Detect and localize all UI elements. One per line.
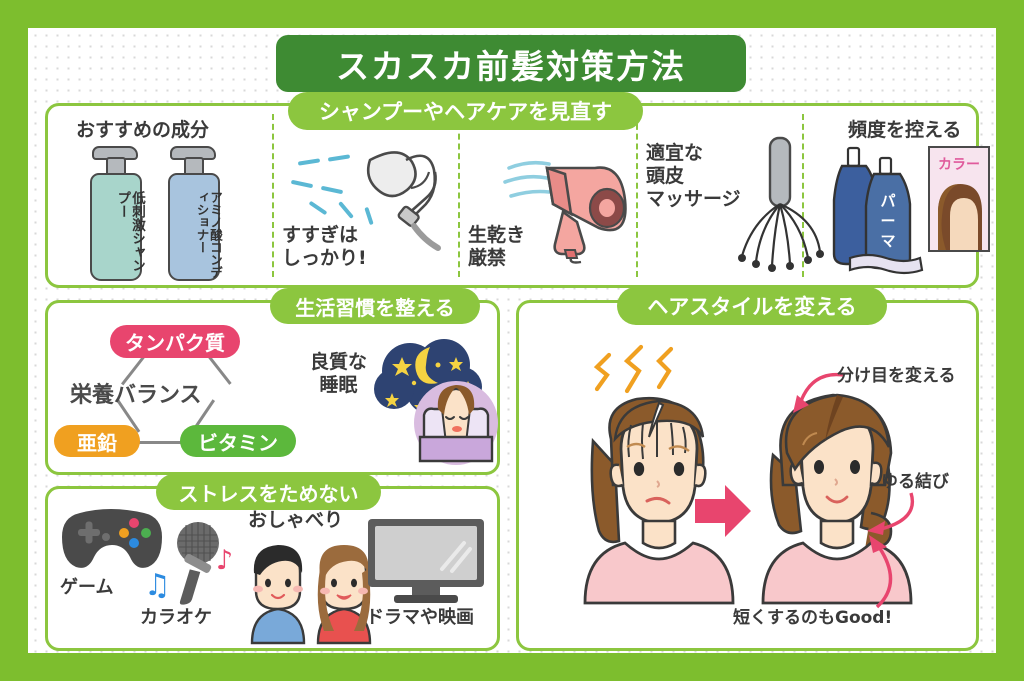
nutrition-node-label: 亜鉛 bbox=[77, 430, 117, 455]
divider-4 bbox=[802, 114, 804, 277]
scalp-massager-icon bbox=[732, 136, 828, 276]
hair-color-card-icon: カラー bbox=[928, 146, 990, 252]
poster-canvas: スカスカ前髪対策方法 おすすめの成分 低刺激シャンプー アミノ酸コンディショナー bbox=[28, 28, 996, 653]
haircare-card: おすすめの成分 低刺激シャンプー アミノ酸コンディショナー シャンプーやヘアケア… bbox=[45, 92, 990, 288]
stress-badge-label: ストレスをためない bbox=[178, 481, 359, 506]
ingredients-label: おすすめの成分 bbox=[76, 119, 210, 141]
nutrition-node-label: タンパク質 bbox=[125, 331, 225, 355]
annotation-change-part: 分け目を変える bbox=[837, 366, 956, 386]
lifestyle-card: 生活習慣を整える タンパク質 栄養バランス 亜鉛 ビタミン 良質な 睡眠 bbox=[45, 288, 500, 475]
nutrition-node-protein: タンパク質 bbox=[110, 325, 240, 358]
rinse-caption-text: すすぎは しっかり! bbox=[282, 224, 367, 270]
sleep-caption-text: 良質な 睡眠 bbox=[310, 351, 368, 397]
annotation-shorter-good: 短くするのもGood! bbox=[733, 608, 893, 628]
television-icon bbox=[366, 517, 486, 605]
perm-bottle-icon: パ ー マ パーマ bbox=[820, 146, 925, 278]
stress-squiggles bbox=[593, 344, 674, 394]
hair-dryer-icon bbox=[503, 142, 643, 264]
damp-hair-caption: 生乾き 厳禁 bbox=[468, 224, 525, 270]
color-card-label: カラー bbox=[938, 157, 980, 173]
lifestyle-badge: 生活習慣を整える bbox=[270, 288, 480, 324]
damp-hair-caption-text: 生乾き 厳禁 bbox=[468, 224, 526, 270]
bottle-body: アミノ酸コンディショナー bbox=[168, 173, 224, 281]
svg-text:ー: ー bbox=[880, 212, 895, 230]
music-note-pink-icon: ♪ bbox=[216, 545, 234, 576]
scalp-massage-caption-text: 適宜な 頭皮 マッサージ bbox=[646, 142, 741, 211]
lifestyle-badge-label: 生活習慣を整える bbox=[295, 295, 455, 320]
bottle-body: 低刺激シャンプー bbox=[90, 173, 145, 281]
haircare-badge: シャンプーやヘアケアを見直す bbox=[288, 92, 643, 130]
sleeping-girl-icon bbox=[368, 331, 500, 466]
annotation-loose-tie: ゆる結び bbox=[881, 472, 949, 492]
drama-movie-label: ドラマや映画 bbox=[366, 607, 474, 628]
nutrition-node-label: ビタミン bbox=[198, 430, 278, 455]
stress-card: ストレスをためない ゲーム bbox=[45, 474, 500, 651]
nutrition-center-label: 栄養バランス bbox=[70, 383, 202, 408]
microphone-icon bbox=[156, 519, 238, 605]
sleep-caption: 良質な 睡眠 bbox=[310, 351, 367, 397]
shampoo-label: 低刺激シャンプー bbox=[114, 191, 145, 272]
nutrition-node-zinc: 亜鉛 bbox=[54, 425, 140, 457]
shampoo-bottle-icon: 低刺激シャンプー bbox=[90, 146, 145, 281]
connector-line bbox=[116, 441, 220, 444]
shower-head-icon bbox=[288, 138, 453, 253]
hairstyle-card: ヘアスタイルを変える bbox=[516, 287, 979, 651]
conditioner-bottle-icon: アミノ酸コンディショナー bbox=[168, 146, 224, 281]
divider-3 bbox=[636, 114, 638, 277]
hairstyle-badge: ヘアスタイルを変える bbox=[617, 287, 887, 325]
music-note-blue-icon: ♫ bbox=[144, 568, 171, 603]
nutrition-node-vitamin: ビタミン bbox=[180, 425, 296, 457]
chatting-label: おしゃべり bbox=[248, 509, 344, 531]
annotation-arrow-3-icon bbox=[869, 535, 893, 609]
svg-text:パ: パ bbox=[880, 192, 895, 210]
gaming-label: ゲーム bbox=[60, 577, 114, 598]
stress-badge: ストレスをためない bbox=[156, 474, 381, 510]
frequency-label: 頻度を控える bbox=[848, 119, 962, 141]
karaoke-label: カラオケ bbox=[140, 607, 212, 628]
annotation-arrow-1-icon bbox=[793, 372, 844, 413]
annotation-arrow-2-icon bbox=[867, 492, 914, 535]
two-people-icon bbox=[238, 539, 388, 647]
page-title: スカスカ前髪対策方法 bbox=[336, 46, 686, 86]
scalp-massage-caption: 適宜な 頭皮 マッサージ bbox=[646, 142, 741, 212]
nutrition-balance-diagram: タンパク質 栄養バランス 亜鉛 ビタミン bbox=[54, 321, 296, 466]
divider-1 bbox=[272, 114, 274, 277]
conditioner-label: アミノ酸コンディショナー bbox=[194, 191, 224, 279]
before-hairstyle-illustration bbox=[565, 344, 745, 605]
hairstyle-badge-label: ヘアスタイルを変える bbox=[647, 295, 857, 319]
divider-2 bbox=[458, 114, 460, 277]
haircare-badge-label: シャンプーやヘアケアを見直す bbox=[318, 100, 613, 124]
svg-text:マ: マ bbox=[880, 232, 895, 250]
gamepad-icon bbox=[58, 503, 168, 577]
transition-arrow-icon bbox=[693, 483, 753, 539]
rinse-caption: すすぎは しっかり! bbox=[282, 224, 367, 270]
page-title-banner: スカスカ前髪対策方法 bbox=[276, 35, 746, 92]
